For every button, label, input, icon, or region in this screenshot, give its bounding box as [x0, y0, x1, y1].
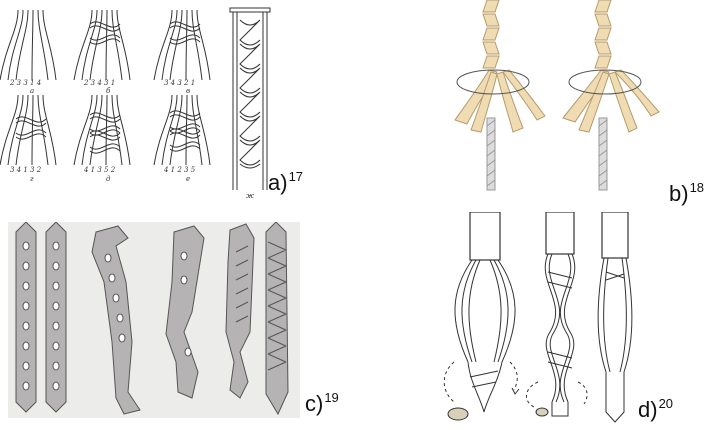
panel-a-ref: 17 [289, 169, 303, 184]
figure-g-letter: ж [246, 192, 254, 200]
figure-d-numbers: 3 4 1 3 2 [10, 166, 42, 174]
strap-2-weight [536, 408, 548, 416]
panel-c-label: c) [305, 391, 323, 416]
panel-d-drawing [440, 212, 640, 424]
figure-d-letter: г [30, 175, 34, 183]
braid-step-e [74, 95, 130, 165]
strap-1-weight [448, 408, 468, 420]
strap-2-twist [526, 254, 587, 416]
panel-b-caption: b)18 [669, 183, 704, 205]
panel-d-loop-braid [440, 212, 640, 424]
strap-1-loop [444, 260, 519, 412]
braid-step-f [154, 95, 210, 165]
panel-c-caption: c)19 [305, 393, 339, 415]
figure-e-letter: д [106, 175, 111, 183]
figure-b-numbers: 2 3 4 3 1 [83, 79, 115, 87]
braid-step-d [0, 95, 56, 165]
rope-braid-right [563, 0, 659, 190]
panel-c-drawing [8, 222, 300, 418]
panel-d-caption: d)20 [638, 399, 673, 421]
panel-d-ref: 20 [659, 396, 673, 411]
braid-step-a [0, 10, 56, 80]
figure-a-letter: а [30, 87, 34, 95]
panel-b-drawing [445, 0, 665, 195]
panel-b-rope-braid [445, 0, 665, 195]
panel-b-label: b) [669, 181, 689, 206]
panel-c-ref: 19 [324, 390, 338, 405]
panel-a-caption: a)17 [268, 172, 303, 194]
figure-f-letter: е [186, 175, 190, 183]
figure-e-numbers: 4 1 3 5 2 [83, 166, 116, 174]
strap-3-braid [598, 258, 632, 422]
panel-b-ref: 18 [690, 180, 704, 195]
braid-step-b [74, 10, 130, 80]
strap-3-top [602, 212, 628, 258]
figure-a-numbers: 2 3 3 1 4 [9, 79, 41, 87]
leather-strip-twisted [92, 226, 140, 414]
panel-a-label: a) [268, 170, 288, 195]
figure-c-numbers: 3 4 3 2 1 [164, 79, 195, 87]
strap-1-top [470, 212, 500, 260]
braid-step-c [154, 10, 210, 80]
figure-f-numbers: 4 1 2 3 5 [163, 166, 196, 174]
rope-braid-left [455, 0, 545, 190]
panel-c-leather-braid [8, 222, 300, 418]
braid-finished [230, 8, 270, 190]
figure-c-letter: в [186, 87, 190, 95]
figure-b-letter: б [106, 87, 111, 95]
strap-2-top [546, 212, 574, 254]
panel-d-label: d) [638, 397, 658, 422]
